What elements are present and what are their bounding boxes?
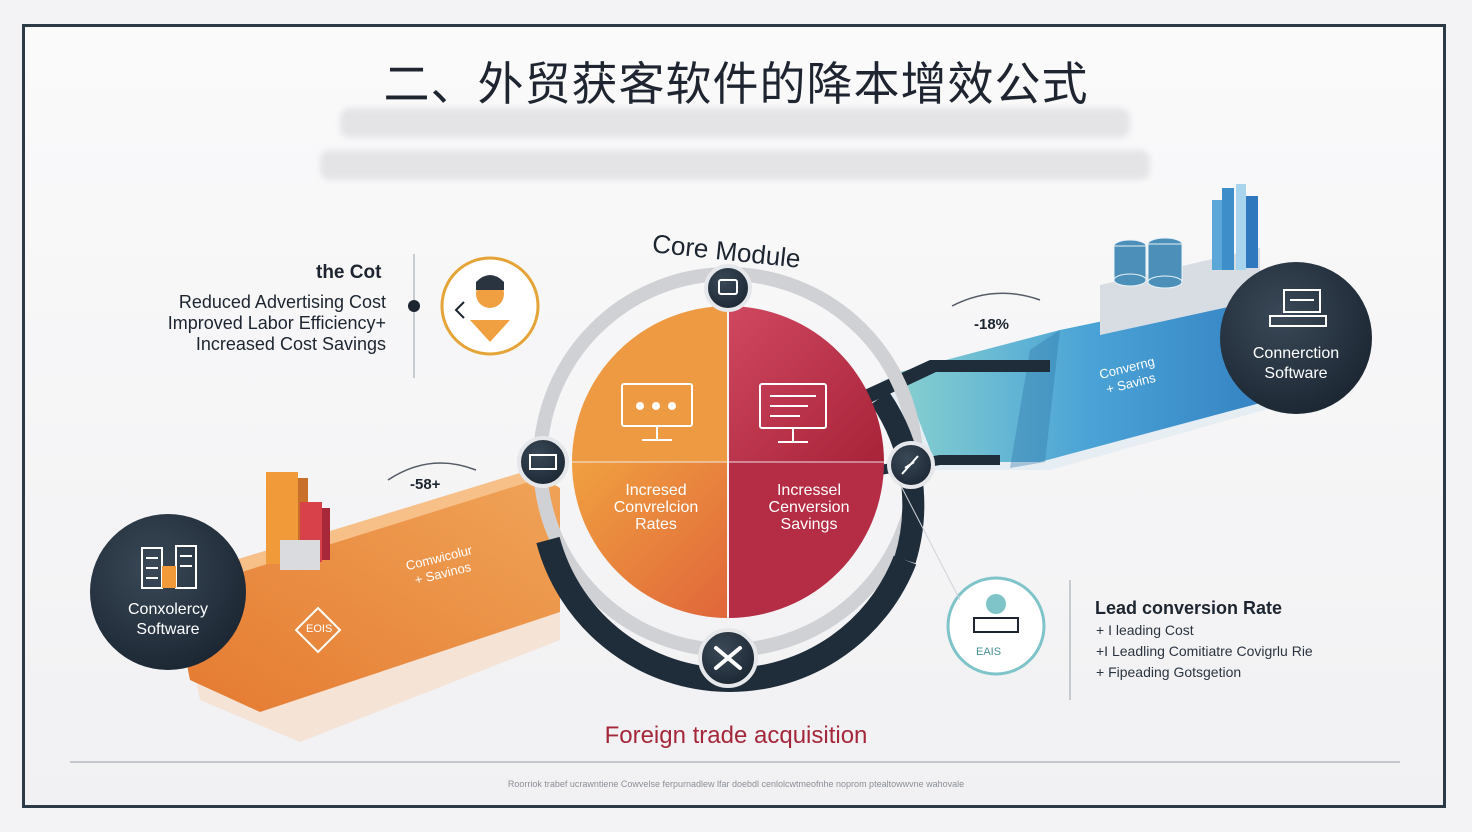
benefit-item: Improved Labor Efficiency+ — [167, 313, 386, 333]
quad-right-label: Incressel Cenversion Savings — [768, 482, 850, 533]
lead-badge-text: EAIS — [976, 646, 1002, 658]
connector-thin — [899, 483, 961, 601]
left-circle-label: Conxolercy Software — [127, 601, 209, 638]
lead-item: + I leading Cost — [1096, 622, 1194, 638]
monitor-icon-right — [759, 383, 827, 443]
footer-title: Foreign trade acquisition — [604, 722, 868, 749]
lead-item: + Fipeading Gotsgetion — [1096, 664, 1242, 680]
cost-heading: the Cot — [316, 262, 382, 283]
blurred-subtitle — [340, 108, 1130, 138]
ring-node-left[interactable] — [517, 436, 569, 488]
left-badge-text: EOIS — [306, 623, 333, 635]
benefit-list: Reduced Advertising Cost Improved Labor … — [134, 292, 386, 355]
dark-connector-band — [860, 360, 1050, 404]
left-orange-band — [170, 470, 560, 742]
quad-left-label: Incresed Convrelcion Rates — [613, 482, 699, 533]
lead-circle[interactable] — [946, 576, 1046, 676]
ring-node-bottom[interactable] — [698, 628, 758, 688]
core-pie — [572, 306, 884, 618]
page-title: 二、外贸获客软件的降本增效公式 — [383, 57, 1089, 111]
arc-left — [387, 462, 477, 481]
benefit-item: Increased Cost Savings — [195, 334, 386, 354]
left-percent: -58+ — [410, 476, 441, 493]
ring-node-right[interactable] — [887, 441, 935, 489]
profile-circle[interactable] — [440, 256, 540, 356]
footnote: Roorriok trabef ucrawntiene Cowvelse fer… — [507, 779, 965, 789]
left-bar-chart-icon — [266, 472, 330, 570]
left-software-circle — [90, 514, 246, 670]
bullet-dot — [408, 300, 420, 312]
diamond-badge — [294, 606, 342, 654]
monitor-icon-left — [621, 383, 693, 441]
right-circle-label: Connerction Software — [1252, 345, 1340, 382]
ring-node-top[interactable] — [704, 264, 752, 312]
arc-right — [951, 292, 1041, 307]
lead-item: +I Leadling Comitiatre Covigrlu Rie — [1096, 643, 1313, 659]
right-percent: -18% — [974, 316, 1010, 333]
lead-heading: Lead conversion Rate — [1095, 598, 1283, 618]
right-software-circle — [1220, 262, 1372, 414]
computer-icon — [1269, 289, 1327, 327]
blurred-subtitle-2 — [320, 150, 1150, 180]
building-icon — [141, 545, 197, 589]
benefit-item: Reduced Advertising Cost — [178, 292, 386, 312]
right-server-chart-icon — [1100, 184, 1260, 335]
